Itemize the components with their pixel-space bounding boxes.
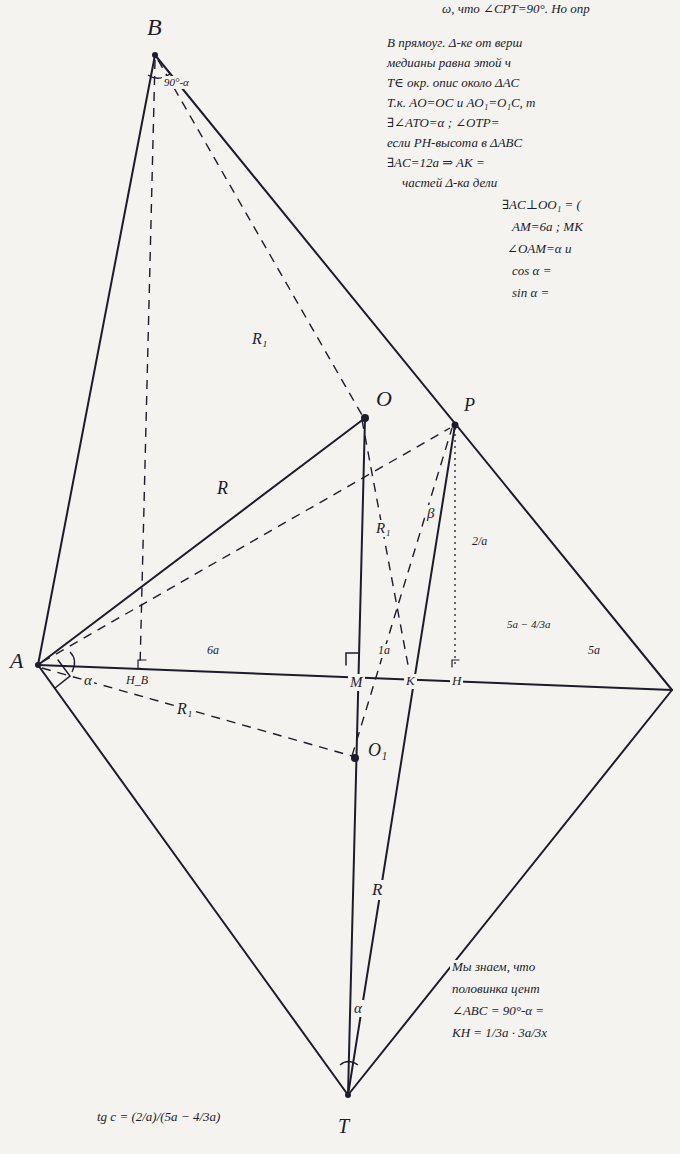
note-line: tg c = (2/a)/(5a − 4/3a) [95, 1110, 222, 1125]
angle-label: α [82, 672, 94, 689]
point-label: O [374, 386, 394, 411]
note-line: если PH-высота в ΔABC [385, 136, 524, 151]
note-line: частей Δ-ка дели [400, 176, 499, 191]
note-line: В прямоуг. Δ-ке от верш [385, 36, 524, 51]
segment-label: 6a [205, 644, 221, 658]
point-label: P [462, 395, 477, 416]
note-line: ∃∠ATO=α ; ∠OTP= [385, 116, 501, 131]
segment-label: 1a [376, 644, 392, 658]
angle-label: α [352, 1000, 364, 1017]
segment-label: R₁ [374, 520, 392, 537]
note-line: ∃AC⊥OO₁ = ( [500, 198, 583, 213]
note-line: Т.к. AO=OC и AO₁=O₁C, т [385, 96, 538, 111]
note-line: KH = 1/3a · 3a/3x [450, 1026, 549, 1041]
point-label: M [348, 674, 365, 691]
angle-label: β [425, 505, 436, 522]
segment-label: 5a − 4/3a [505, 618, 552, 631]
note-line: T∈ окр. опис около ΔAC [385, 76, 521, 91]
segment-label: R₁ [250, 330, 269, 348]
point-label: B [145, 14, 164, 42]
note-line: ∠ABC = 90°-α = [450, 1004, 546, 1019]
note-line: cos α = [510, 264, 553, 279]
note-line: ω, что ∠CPT=90°. Но опр [440, 2, 592, 17]
point-label: K [404, 674, 417, 689]
angle-label: 90°-α [162, 76, 191, 89]
note-line: ∃AC=12a ⇒ AK = [385, 156, 487, 171]
point-label: A [8, 648, 25, 673]
segment-label: R [370, 880, 384, 900]
segment-label: R₁ [175, 700, 194, 718]
note-line: ∠OAM=α и [505, 242, 573, 257]
note-line: половинка цент [450, 982, 542, 997]
segment-label: 5a [586, 644, 602, 658]
point-label: H [450, 674, 463, 689]
note-line: AM=6a ; MK [510, 220, 585, 235]
point-label: O₁ [366, 740, 389, 761]
point-label: H_B [124, 674, 150, 688]
point-label: T [336, 1115, 351, 1138]
note-line: sin α = [510, 286, 551, 301]
segment-label: R [215, 478, 230, 499]
note-line: медианы равна этой ч [385, 56, 513, 71]
segment-label: 2/a [470, 535, 489, 549]
note-line: Мы знаем, что [450, 960, 537, 975]
